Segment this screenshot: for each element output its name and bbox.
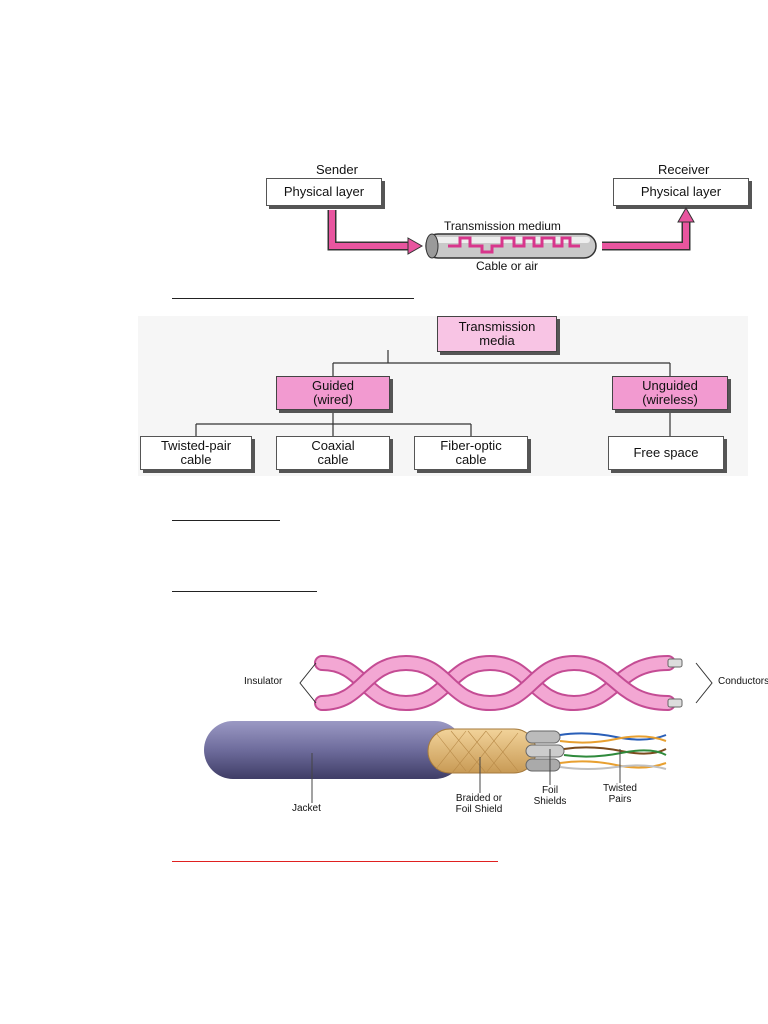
fiber-optic-box: Fiber-optic cable [414, 436, 528, 470]
signal-wave [448, 236, 580, 254]
transmission-media-box: Transmission media [437, 316, 557, 352]
receiver-label: Receiver [658, 162, 710, 177]
twisted-pair-box: Twisted-pair cable [140, 436, 252, 470]
foil-shields-label: Foil Shields [533, 785, 567, 807]
guided-box: Guided (wired) [276, 376, 390, 410]
heading-underline-4-red [172, 861, 498, 862]
coaxial-box: Coaxial cable [276, 436, 390, 470]
receiver-arrow-icon [602, 220, 691, 251]
cable-or-air-label: Cable or air [476, 259, 539, 273]
conductors-label: Conductors [718, 676, 768, 687]
twisted-pair-graphic [204, 654, 713, 803]
figure-transmission-medium: Sender Receiver Physical layer Physical … [262, 158, 762, 273]
heading-underline-3 [172, 591, 317, 592]
sender-arrow-icon [327, 210, 410, 251]
sender-physical-layer-box: Physical layer [266, 178, 382, 206]
heading-underline-2 [172, 520, 280, 521]
insulator-label: Insulator [244, 676, 283, 687]
tree-connectors [195, 350, 671, 436]
cable-jacket [204, 721, 464, 779]
free-space-box: Free space [608, 436, 724, 470]
twisted-pairs-label: Twisted Pairs [603, 783, 637, 805]
unguided-box: Unguided (wireless) [612, 376, 728, 410]
braided-shield-label: Braided or Foil Shield [455, 793, 503, 815]
transmission-diagram-graphic [327, 206, 695, 259]
heading-underline-1 [172, 298, 414, 299]
sender-label: Sender [316, 162, 358, 177]
figure-twisted-pair: Insulator Conductors Jacket Braided or F… [196, 645, 768, 820]
receiver-physical-layer-box: Physical layer [613, 178, 749, 206]
figure-media-classification: Transmission media Guided (wired) Unguid… [138, 316, 748, 476]
transmission-medium-label: Transmission medium [444, 219, 561, 233]
jacket-label: Jacket [292, 803, 321, 814]
